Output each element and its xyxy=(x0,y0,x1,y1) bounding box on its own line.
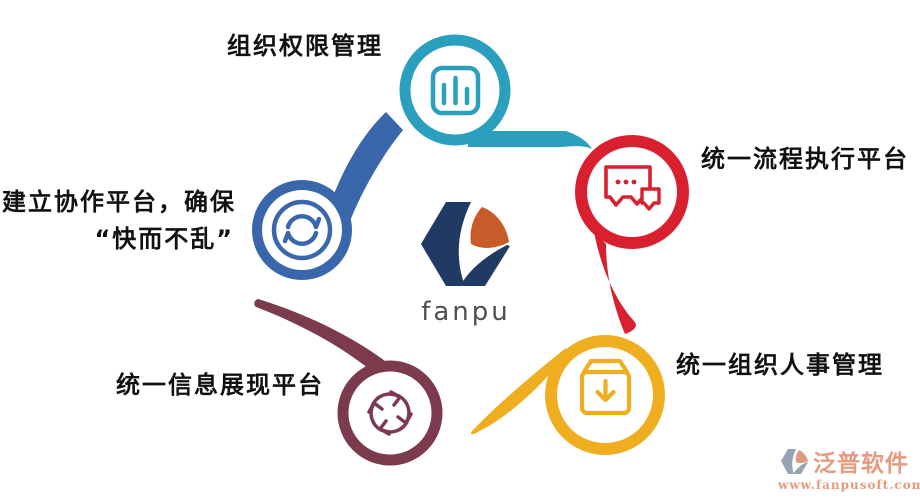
label-collaboration: 建立协作平台，确保 “快而不乱” xyxy=(2,184,234,258)
label-info-display: 统一信息展现平台 xyxy=(116,371,324,399)
label-process-platform: 统一流程执行平台 xyxy=(701,145,909,173)
tail-org-hr xyxy=(470,347,567,435)
watermark-url: www.fanpusoft.com xyxy=(778,478,920,492)
chat-bubbles-icon xyxy=(604,165,661,211)
watermark-logo-icon xyxy=(781,449,808,474)
watermark-brand: 泛普软件 xyxy=(813,451,909,477)
node-circle-info-display xyxy=(337,360,443,466)
tail-collaboration xyxy=(331,112,403,221)
bar-chart-icon xyxy=(430,65,481,116)
hexagon-bottom-right-shape xyxy=(460,245,510,286)
tail-org-permission xyxy=(468,131,592,149)
watermark: 泛普软件 www.fanpusoft.com xyxy=(778,444,920,492)
node-circle-collaboration xyxy=(252,180,352,280)
label-org-hr: 统一组织人事管理 xyxy=(676,351,884,379)
label-collaboration-line2: “快而不乱” xyxy=(94,225,234,253)
label-collaboration-line1: 建立协作平台，确保 xyxy=(2,188,236,216)
label-org-permission: 组织权限管理 xyxy=(227,32,383,60)
hexagon-orange-shape xyxy=(470,207,509,248)
sync-arrows-icon xyxy=(271,199,333,261)
node-circle-process-platform xyxy=(575,135,689,249)
cycle-arrows-icon xyxy=(367,390,413,436)
archive-box-icon xyxy=(579,358,632,416)
tail-info-display xyxy=(254,299,393,378)
tail-process-platform xyxy=(594,232,636,334)
hexagon-left-shape xyxy=(421,202,471,286)
center-logo-hexagon xyxy=(421,202,510,286)
center-logo-text: fanpu xyxy=(421,297,511,327)
